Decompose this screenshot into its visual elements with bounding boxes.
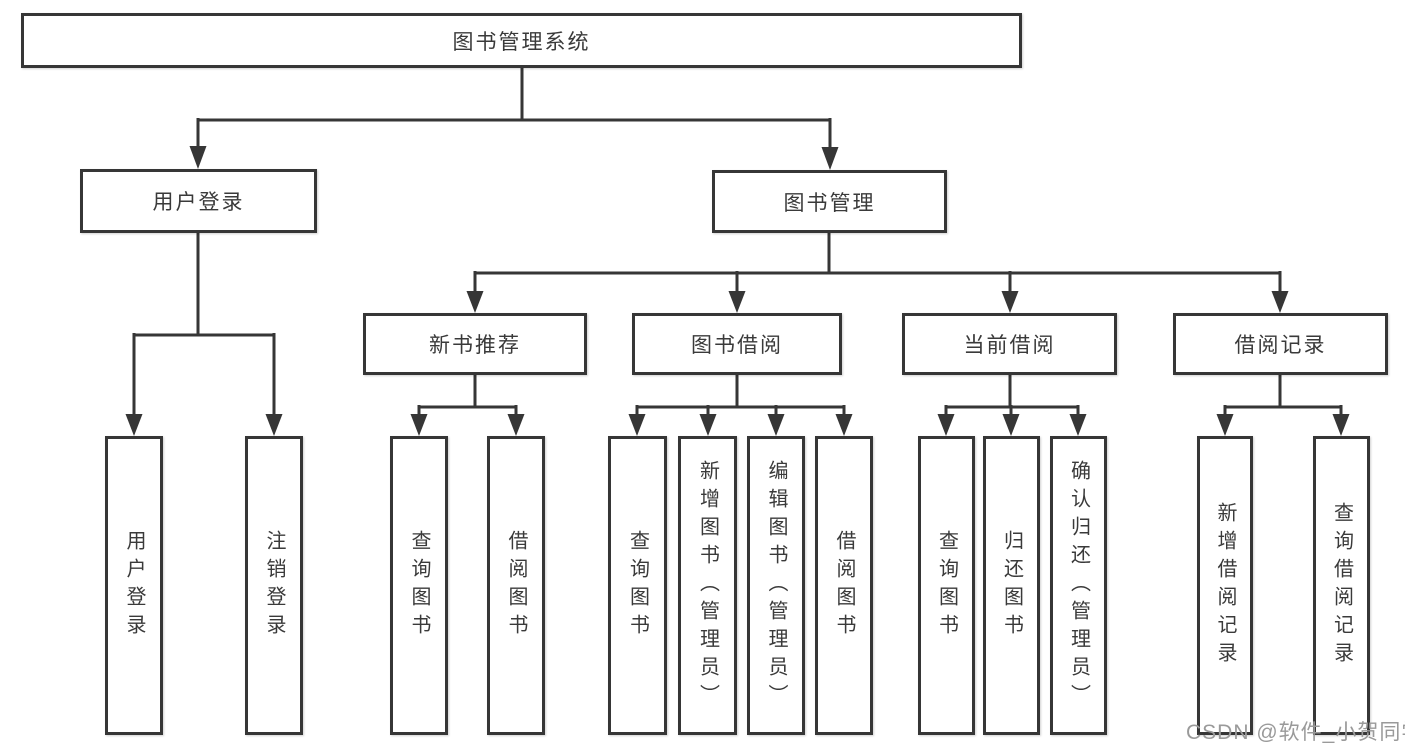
node-new-book-recommendation: 新书推荐: [363, 313, 587, 375]
node-label: 当前借阅: [963, 334, 1056, 357]
node-label: 确认归还（管理员）: [1067, 459, 1090, 712]
node-label: 查询图书: [408, 529, 430, 642]
node-label: 查询借阅记录: [1330, 501, 1353, 670]
leaf-bb-add-books-admin: 新增图书（管理员）: [678, 436, 737, 735]
leaf-br-query-record: 查询借阅记录: [1313, 436, 1370, 735]
node-borrowing-records: 借阅记录: [1173, 313, 1388, 375]
node-label: 新增图书（管理员）: [696, 459, 719, 712]
leaf-bb-edit-books-admin: 编辑图书（管理员）: [747, 436, 805, 735]
node-book-management: 图书管理: [712, 170, 947, 233]
node-label: 用户登录: [123, 529, 145, 642]
leaf-br-add-record: 新增借阅记录: [1197, 436, 1253, 735]
node-library-system: 图书管理系统: [21, 13, 1022, 68]
leaf-cb-confirm-return-admin: 确认归还（管理员）: [1050, 436, 1107, 735]
leaf-bb-query-books: 查询图书: [608, 436, 667, 735]
node-label: 图书借阅: [691, 334, 783, 357]
node-label: 归还图书: [1000, 529, 1023, 642]
leaf-nb-query-books: 查询图书: [390, 436, 448, 735]
node-label: 新书推荐: [429, 334, 521, 357]
leaf-logout: 注销登录: [245, 436, 303, 735]
node-current-borrowing: 当前借阅: [902, 313, 1117, 375]
node-label: 查询图书: [935, 529, 958, 642]
leaf-bb-borrow-books: 借阅图书: [815, 436, 873, 735]
node-label: 借阅记录: [1234, 334, 1327, 357]
node-label: 注销登录: [263, 529, 285, 642]
csdn-watermark: CSDN @软件_小贺同学: [1186, 721, 1405, 744]
node-book-borrowing: 图书借阅: [632, 313, 842, 375]
leaf-user-login: 用户登录: [105, 436, 163, 735]
node-user-login-branch: 用户登录: [80, 169, 317, 233]
node-label: 查询图书: [626, 529, 649, 642]
node-label: 编辑图书（管理员）: [765, 459, 787, 712]
node-label: 新增借阅记录: [1214, 501, 1236, 670]
leaf-nb-borrow-books: 借阅图书: [487, 436, 545, 735]
leaf-cb-query-books: 查询图书: [918, 436, 975, 735]
node-label: 图书管理: [783, 191, 876, 215]
node-label: 图书管理系统: [452, 30, 591, 54]
node-label: 借阅图书: [505, 529, 527, 642]
leaf-cb-return-books: 归还图书: [983, 436, 1040, 735]
node-label: 借阅图书: [833, 529, 855, 642]
node-label: 用户登录: [152, 191, 245, 214]
